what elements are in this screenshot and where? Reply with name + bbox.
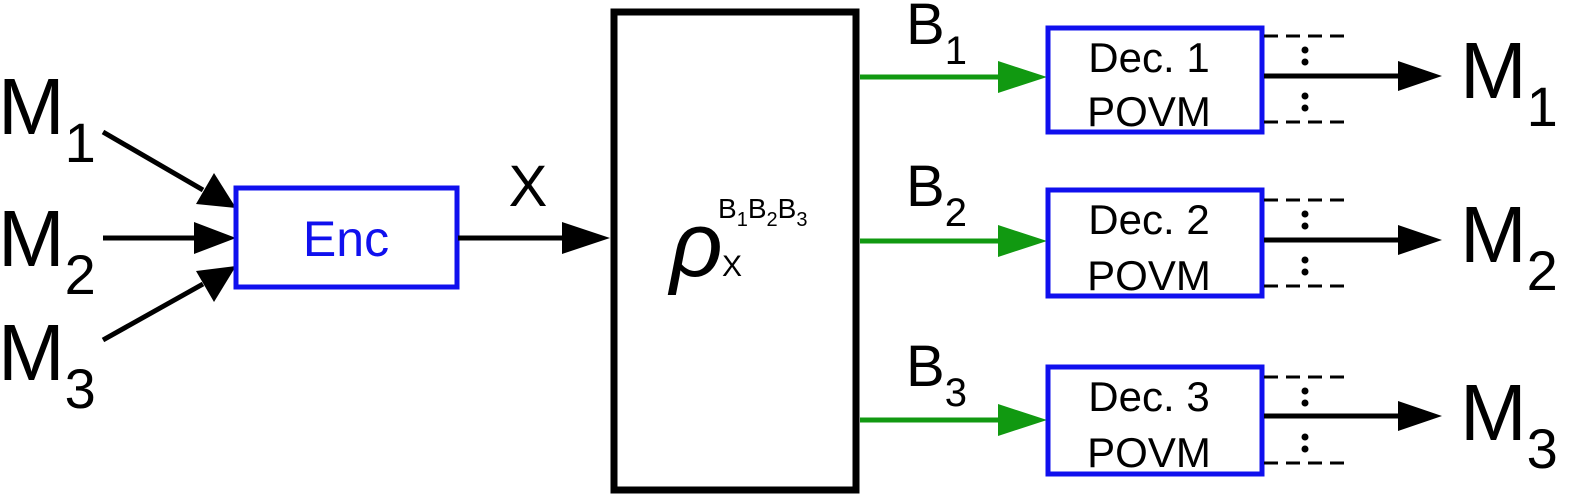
input-m2-label: M2	[0, 194, 96, 306]
encoder-block: Enc	[233, 185, 460, 290]
channel-input-label: X	[509, 154, 548, 219]
encoder-label: Enc	[303, 211, 389, 267]
decoder-block-1: Dec. 1 POVM	[1045, 25, 1265, 135]
decoder-1-povm: POVM	[1087, 88, 1211, 135]
decoder-1-title: Dec. 1	[1088, 34, 1209, 81]
output-arrow-b2	[860, 225, 1047, 257]
estimate-arrow-m3	[1264, 401, 1442, 431]
output-b2-label: B2	[906, 154, 967, 235]
decoder-1-dashed-outputs	[1264, 34, 1345, 124]
decoder-3-povm: POVM	[1087, 429, 1211, 476]
channel-rho-symbol: ρ	[667, 194, 723, 296]
output-arrow-b3	[860, 404, 1047, 436]
decoder-block-2: Dec. 2 POVM	[1045, 187, 1265, 299]
channel-block: ρ X B1B2B3	[610, 8, 860, 494]
decoder-block-3: Dec. 3 POVM	[1045, 364, 1265, 477]
estimate-m2-label: M2	[1460, 190, 1558, 302]
output-b3-label: B3	[906, 334, 967, 415]
channel-superscript: B1B2B3	[718, 193, 807, 231]
estimate-arrow-m1	[1264, 61, 1442, 91]
decoder-3-dashed-outputs	[1264, 375, 1345, 465]
channel-subscript: X	[722, 250, 742, 283]
estimate-arrow-m2	[1264, 225, 1442, 255]
input-arrow-m2	[103, 222, 236, 254]
input-m3-label: M3	[0, 308, 96, 420]
input-arrow-m3	[101, 266, 236, 343]
decoder-3-title: Dec. 3	[1088, 373, 1209, 420]
estimate-m3-label: M3	[1460, 368, 1558, 480]
output-arrow-b1	[860, 61, 1047, 93]
decoder-2-title: Dec. 2	[1088, 196, 1209, 243]
input-m1-label: M1	[0, 62, 96, 174]
output-b1-label: B1	[906, 0, 967, 73]
channel-input-arrow	[458, 222, 610, 254]
decoder-2-dashed-outputs	[1264, 198, 1345, 288]
decoder-2-povm: POVM	[1087, 252, 1211, 299]
estimate-m1-label: M1	[1460, 26, 1558, 138]
input-arrow-m1	[101, 129, 236, 208]
